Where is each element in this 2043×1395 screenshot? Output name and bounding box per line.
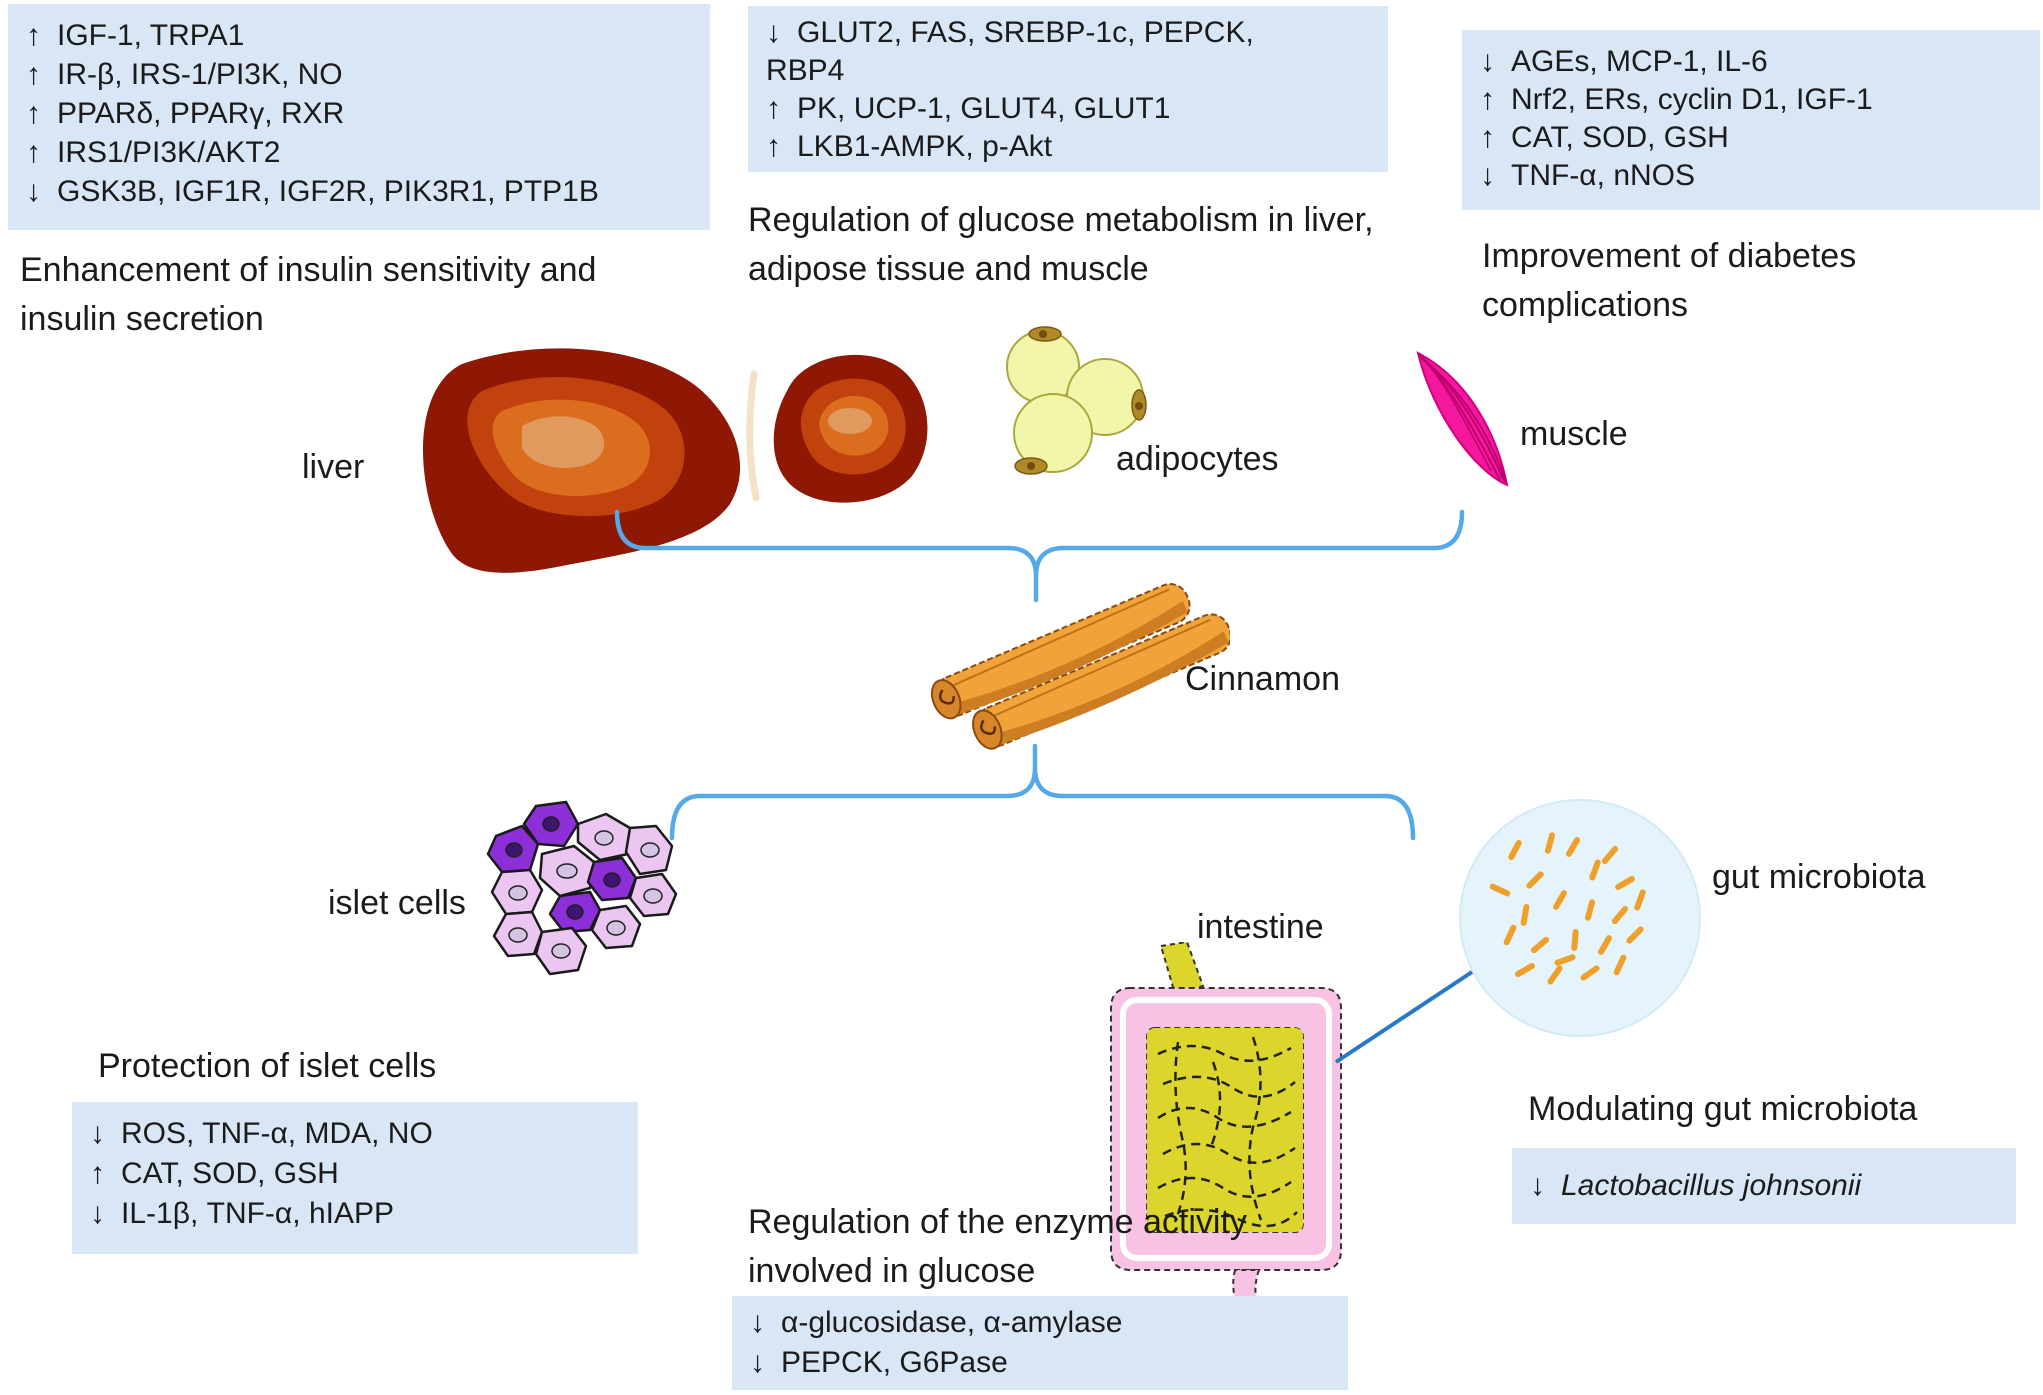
up-arrow-icon: ↑ — [1480, 83, 1495, 116]
down-arrow-icon: ↓ — [1530, 1169, 1545, 1202]
up-arrow-icon: ↑ — [26, 97, 41, 130]
marker-text: IR-β, IRS-1/PI3K, NO — [57, 58, 343, 91]
adipocytes-label: adipocytes — [1116, 440, 1279, 478]
marker-text: AGEs, MCP-1, IL-6 — [1511, 45, 1768, 78]
marker-text: LKB1-AMPK, p-Akt — [797, 130, 1053, 163]
down-arrow-icon: ↓ — [1480, 45, 1495, 78]
marker-row: RBP4 — [766, 52, 1370, 90]
panel-islet-protection: ↓ ROS, TNF-α, MDA, NO ↑ CAT, SOD, GSH ↓ IL-… — [72, 1102, 638, 1254]
caption-insulin: Enhancement of insulin sensitivity and i… — [20, 251, 597, 338]
caption-glucose-metabolism: Regulation of glucose metabolism in live… — [748, 201, 1374, 288]
marker-row: ↑ IGF-1, TRPA1 — [26, 16, 692, 55]
marker-text: GSK3B, IGF1R, IGF2R, PIK3R1, PTP1B — [57, 175, 599, 208]
marker-text: Lactobacillus johnsonii — [1561, 1169, 1862, 1202]
marker-row: ↓ α-glucosidase, α-amylase — [750, 1303, 1330, 1343]
marker-text: Nrf2, ERs, cyclin D1, IGF-1 — [1511, 83, 1873, 116]
down-arrow-icon: ↓ — [750, 1306, 765, 1339]
marker-row: ↓ GLUT2, FAS, SREBP-1c, PEPCK, — [766, 14, 1370, 52]
down-arrow-icon: ↓ — [1480, 159, 1495, 192]
muscle-illustration — [1416, 351, 1509, 487]
down-arrow-icon: ↓ — [766, 16, 781, 49]
marker-row: ↑ Nrf2, ERs, cyclin D1, IGF-1 — [1480, 81, 2022, 119]
marker-row: ↑ IR-β, IRS-1/PI3K, NO — [26, 55, 692, 94]
up-arrow-icon: ↑ — [1480, 121, 1495, 154]
liver-label: liver — [302, 448, 365, 486]
gut-microbiota-label: gut microbiota — [1712, 858, 1926, 896]
intestine-illustration — [1110, 942, 1342, 1317]
marker-text: CAT, SOD, GSH — [121, 1157, 339, 1190]
panel-enzyme-activity: ↓ α-glucosidase, α-amylase ↓ PEPCK, G6Pase — [732, 1296, 1348, 1390]
marker-row: ↓ IL-1β, TNF-α, hIAPP — [90, 1194, 620, 1234]
panel-microbiota: ↓ Lactobacillus johnsonii — [1512, 1148, 2016, 1224]
marker-text: IL-1β, TNF-α, hIAPP — [121, 1197, 394, 1230]
down-arrow-icon: ↓ — [26, 175, 41, 208]
marker-row: ↑ PPARδ, PPARγ, RXR — [26, 94, 692, 133]
panel-glucose-metabolism: ↓ GLUT2, FAS, SREBP-1c, PEPCK, RBP4 ↑ PK, … — [748, 6, 1388, 172]
marker-text: TNF-α, nNOS — [1511, 159, 1696, 192]
marker-text: IGF-1, TRPA1 — [57, 19, 245, 52]
up-arrow-icon: ↑ — [766, 92, 781, 125]
down-arrow-icon: ↓ — [90, 1117, 105, 1150]
marker-text: PEPCK, G6Pase — [781, 1346, 1008, 1379]
liver-illustration — [422, 348, 928, 573]
up-arrow-icon: ↑ — [766, 130, 781, 163]
marker-text: PK, UCP-1, GLUT4, GLUT1 — [797, 92, 1171, 125]
heading-modulating-microbiota: Modulating gut microbiota — [1528, 1090, 1918, 1128]
marker-row: ↓ TNF-α, nNOS — [1480, 157, 2022, 195]
up-arrow-icon: ↑ — [26, 136, 41, 169]
marker-row: ↓ Lactobacillus johnsonii — [1530, 1162, 1998, 1210]
down-arrow-icon: ↓ — [90, 1197, 105, 1230]
marker-text: RBP4 — [766, 54, 845, 87]
marker-text: ROS, TNF-α, MDA, NO — [121, 1117, 433, 1150]
marker-row: ↑ IRS1/PI3K/AKT2 — [26, 133, 692, 172]
marker-row: ↓ ROS, TNF-α, MDA, NO — [90, 1114, 620, 1154]
marker-row: ↑ CAT, SOD, GSH — [1480, 119, 2022, 157]
marker-row: ↑ PK, UCP-1, GLUT4, GLUT1 — [766, 90, 1370, 128]
muscle-label: muscle — [1520, 415, 1628, 453]
heading-enzyme-activity: Regulation of the enzyme activity involv… — [748, 1203, 1247, 1290]
marker-row: ↓ GSK3B, IGF1R, IGF2R, PIK3R1, PTP1B — [26, 172, 692, 211]
marker-text: CAT, SOD, GSH — [1511, 121, 1729, 154]
up-arrow-icon: ↑ — [26, 58, 41, 91]
down-arrow-icon: ↓ — [750, 1346, 765, 1379]
gut-microbiota-illustration — [1459, 799, 1701, 1037]
marker-text: α-glucosidase, α-amylase — [781, 1306, 1123, 1339]
marker-text: PPARδ, PPARγ, RXR — [57, 97, 345, 130]
intestine-microbiota-connector — [1334, 970, 1474, 1064]
marker-text: GLUT2, FAS, SREBP-1c, PEPCK, — [797, 16, 1254, 49]
panel-insulin-markers: ↑ IGF-1, TRPA1 ↑ IR-β, IRS-1/PI3K, NO ↑ PPA… — [8, 4, 710, 230]
islet-cells-illustration — [486, 800, 678, 976]
marker-row: ↓ AGEs, MCP-1, IL-6 — [1480, 43, 2022, 81]
marker-row: ↑ LKB1-AMPK, p-Akt — [766, 128, 1370, 166]
cinnamon-label: Cinnamon — [1185, 660, 1340, 698]
caption-complications: Improvement of diabetes complications — [1482, 237, 1857, 324]
marker-row: ↓ PEPCK, G6Pase — [750, 1343, 1330, 1383]
up-arrow-icon: ↑ — [90, 1157, 105, 1190]
heading-islet-protection: Protection of islet cells — [98, 1047, 437, 1085]
islet-cells-label: islet cells — [328, 884, 466, 922]
panel-complications: ↓ AGEs, MCP-1, IL-6 ↑ Nrf2, ERs, cyclin D1… — [1462, 30, 2040, 210]
marker-text: IRS1/PI3K/AKT2 — [57, 136, 281, 169]
up-arrow-icon: ↑ — [26, 19, 41, 52]
intestine-label: intestine — [1197, 908, 1324, 946]
adipocytes-illustration — [1006, 326, 1147, 475]
marker-row: ↑ CAT, SOD, GSH — [90, 1154, 620, 1194]
